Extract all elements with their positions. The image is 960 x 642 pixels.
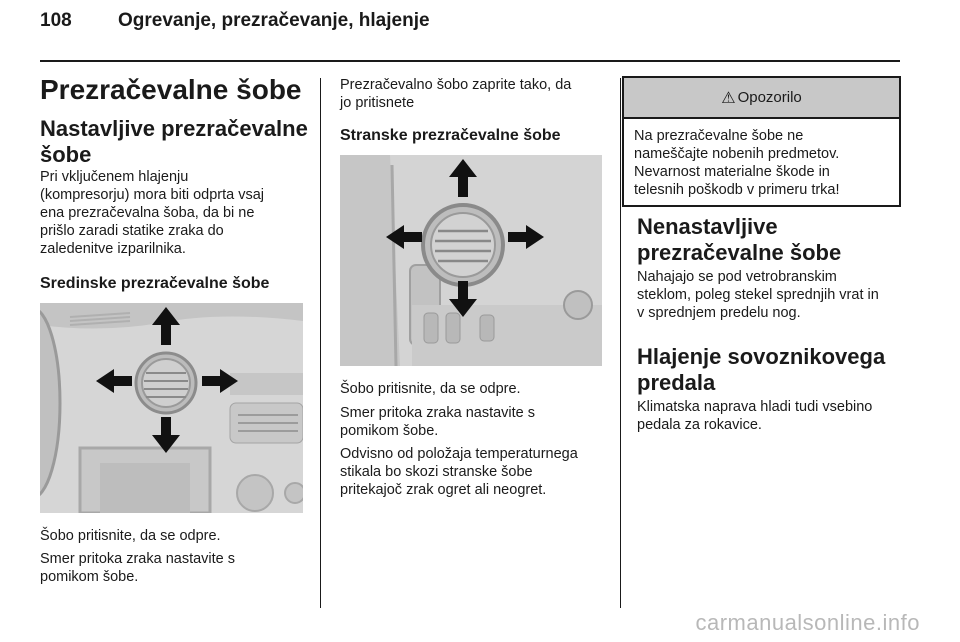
center-caption-2: Smer pritoka zraka nastavite s pomikom š… [40, 551, 236, 585]
arrow-left-icon [386, 225, 422, 249]
arrow-up-icon [152, 307, 180, 345]
column-divider-1 [320, 78, 321, 608]
warning-text: Na prezračevalne šobe ne nameščajte nobe… [634, 128, 840, 198]
side-vents-heading: Stranske prezračevalne šobe [340, 127, 561, 144]
column-divider-2 [620, 78, 621, 608]
arrow-right-icon [508, 225, 544, 249]
close-instruction: Prezračevalno šobo zaprite tako, da jo p… [340, 77, 572, 111]
fixed-vents-heading: Nenastavljive prezračevalne šobe [637, 214, 842, 265]
side-caption-2: Smer pritoka zraka nastavite s pomikom š… [340, 405, 536, 439]
arrow-left-icon [96, 369, 132, 393]
intro-paragraph: Pri vključenem hlajenju (kompresorju) mo… [40, 169, 265, 257]
side-caption-1: Šobo pritisnite, da se odpre. [340, 381, 521, 397]
glovebox-text: Klimatska naprava hladi tudi vsebino ped… [637, 399, 873, 433]
arrow-right-icon [202, 369, 238, 393]
center-vent-illustration [40, 303, 303, 513]
warning-header: ⚠ Opozorilo [624, 78, 899, 119]
chapter-title: Ogrevanje, prezračevanje, hlajenje [118, 10, 430, 31]
section-title: Prezračevalne šobe [40, 74, 302, 105]
warning-title: Opozorilo [737, 89, 802, 106]
page-number: 108 [40, 10, 72, 31]
header-rule [40, 60, 900, 62]
watermark: carmanualsonline.info [695, 610, 920, 635]
subsection-title: Nastavljive prezračevalne šobe [40, 116, 308, 167]
arrow-down-icon [152, 417, 180, 453]
warning-box: ⚠ Opozorilo Na prezračevalne šobe ne nam… [622, 76, 901, 207]
center-vents-heading: Sredinske prezračevalne šobe [40, 275, 270, 292]
glovebox-heading: Hlajenje sovoznikovega predala [637, 344, 886, 395]
center-caption-1: Šobo pritisnite, da se odpre. [40, 528, 221, 544]
warning-triangle-icon: ⚠ [721, 89, 736, 107]
arrow-down-icon [449, 281, 477, 317]
arrow-up-icon [449, 159, 477, 197]
fixed-vents-text: Nahajajo se pod vetrobranskim steklom, p… [637, 269, 879, 321]
side-caption-3: Odvisno od položaja temperaturnega stika… [340, 446, 578, 498]
side-vent-illustration [340, 155, 602, 366]
